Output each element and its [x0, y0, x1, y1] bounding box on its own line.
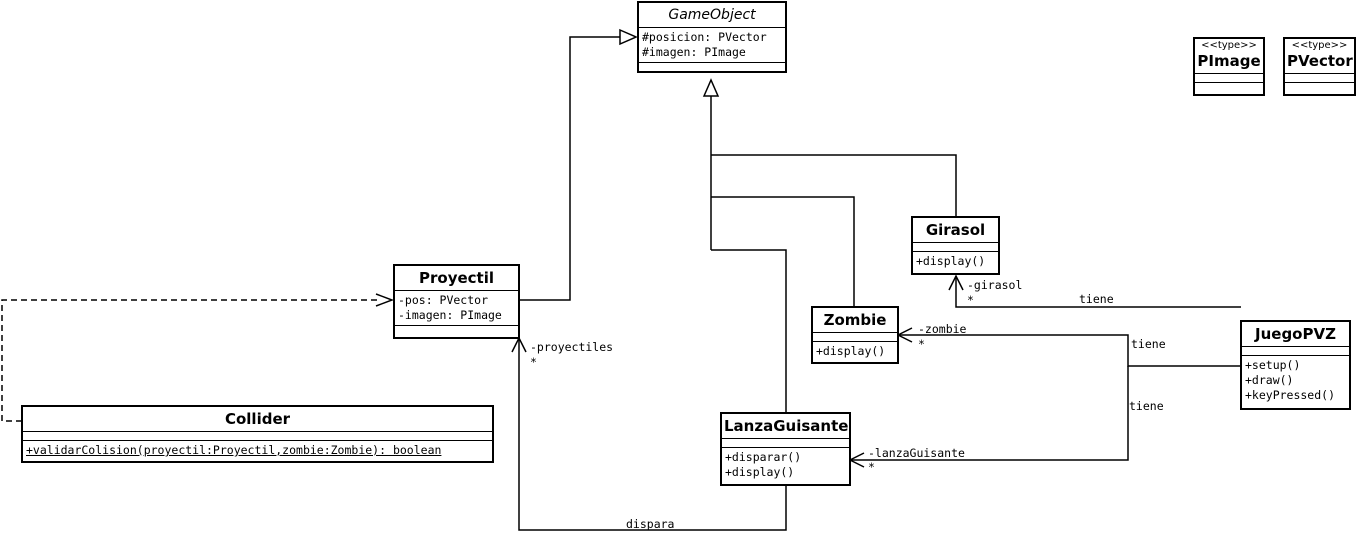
dependency-collider-edge [1, 299, 378, 422]
stereotype-label: <<type>> [1201, 40, 1257, 51]
method: +validarColision(proyectil:Proyectil,zom… [26, 443, 442, 457]
role-label-proyectiles: -proyectiles [530, 340, 614, 354]
association-lanzaguisante-edge [850, 366, 1129, 461]
stereotype-label: <<type>> [1291, 40, 1348, 51]
multiplicity-label-girasol: * [967, 293, 974, 307]
multiplicity-label-proyectiles: * [530, 355, 537, 369]
generalization-zombie-edge [711, 196, 855, 307]
role-label-zombie: -zombie [918, 322, 967, 336]
class-proyectil-methods [395, 325, 518, 334]
method: +display() [916, 254, 986, 268]
class-zombie-attributes [813, 332, 897, 341]
class-zombie-methods: +display() [813, 341, 897, 361]
class-gameobject-name: GameObject [668, 7, 756, 23]
role-label-girasol: -girasol [967, 278, 1023, 292]
class-gameobject-attributes: #posicion: PVector #imagen: PImage [639, 27, 785, 62]
class-pimage-name: PImage [1197, 52, 1261, 70]
class-collider[interactable]: Collider +validarColision(proyectil:Proy… [21, 405, 494, 463]
generalization-arrowhead-proyectil [619, 28, 638, 46]
method: +keyPressed() [1245, 388, 1336, 402]
class-pvector-attributes [1285, 73, 1354, 82]
association-label-dispara: dispara [626, 517, 675, 531]
association-dispara-edge [518, 338, 787, 531]
attribute: -imagen: PImage [398, 308, 502, 322]
method: +setup() [1245, 358, 1301, 372]
attribute: -pos: PVector [398, 293, 489, 307]
generalization-lanzaguisante-edge [711, 249, 787, 413]
multiplicity-label-zombie: * [918, 337, 925, 351]
class-zombie[interactable]: Zombie +display() [811, 306, 899, 364]
multiplicity-label-lanzaguisante: * [868, 460, 875, 474]
association-girasol-edge [955, 276, 1241, 308]
class-proyectil[interactable]: Proyectil -pos: PVector -imagen: PImage [393, 264, 520, 339]
class-juegopvz-attributes [1242, 346, 1349, 355]
class-gameobject[interactable]: GameObject #posicion: PVector #imagen: P… [637, 1, 787, 73]
class-girasol-methods: +display() [913, 251, 998, 271]
class-collider-methods: +validarColision(proyectil:Proyectil,zom… [23, 440, 492, 460]
dependency-arrowhead [375, 293, 395, 307]
association-zombie-edge [898, 334, 1241, 367]
class-collider-attributes [23, 431, 492, 440]
class-lanzaguisante-methods: +disparar() +display() [722, 447, 849, 482]
attribute: #imagen: PImage [642, 45, 746, 59]
association-girasol-arrowhead [948, 274, 964, 291]
class-lanzaguisante-attributes [722, 438, 849, 447]
role-label-lanzaguisante: -lanzaGuisante [868, 446, 965, 460]
class-pvector-methods [1285, 82, 1354, 91]
association-label-lanzaguisante: tiene [1129, 399, 1164, 413]
class-juegopvz[interactable]: JuegoPVZ +setup() +draw() +keyPressed() [1240, 320, 1351, 410]
generalization-girasol-edge [711, 154, 957, 217]
class-pimage-methods [1195, 82, 1263, 91]
method: +draw() [1245, 373, 1294, 387]
method: +disparar() [725, 450, 802, 464]
association-label-zombie: tiene [1131, 337, 1166, 351]
method: +display() [816, 344, 886, 358]
class-girasol-attributes [913, 242, 998, 251]
generalization-proyectil-edge [519, 36, 620, 301]
class-gameobject-methods [639, 62, 785, 71]
class-pimage-attributes [1195, 73, 1263, 82]
class-pimage[interactable]: <<type>> PImage [1193, 37, 1265, 96]
class-lanzaguisante-name: LanzaGuisante [724, 417, 849, 435]
class-proyectil-attributes: -pos: PVector -imagen: PImage [395, 290, 518, 325]
attribute: #posicion: PVector [642, 30, 767, 44]
association-label-girasol: tiene [1079, 292, 1114, 306]
class-zombie-name: Zombie [823, 311, 887, 329]
generalization-arrowhead-gameobject [702, 78, 720, 97]
class-juegopvz-methods: +setup() +draw() +keyPressed() [1242, 355, 1349, 405]
class-girasol-name: Girasol [925, 221, 986, 239]
class-lanzaguisante[interactable]: LanzaGuisante +disparar() +display() [720, 412, 851, 486]
class-girasol[interactable]: Girasol +display() [911, 216, 1000, 275]
method: +display() [725, 465, 795, 479]
class-pvector[interactable]: <<type>> PVector [1283, 37, 1356, 96]
class-juegopvz-name: JuegoPVZ [1255, 325, 1336, 343]
class-proyectil-name: Proyectil [419, 269, 494, 287]
class-collider-name: Collider [224, 410, 291, 428]
class-pvector-name: PVector [1287, 52, 1353, 70]
